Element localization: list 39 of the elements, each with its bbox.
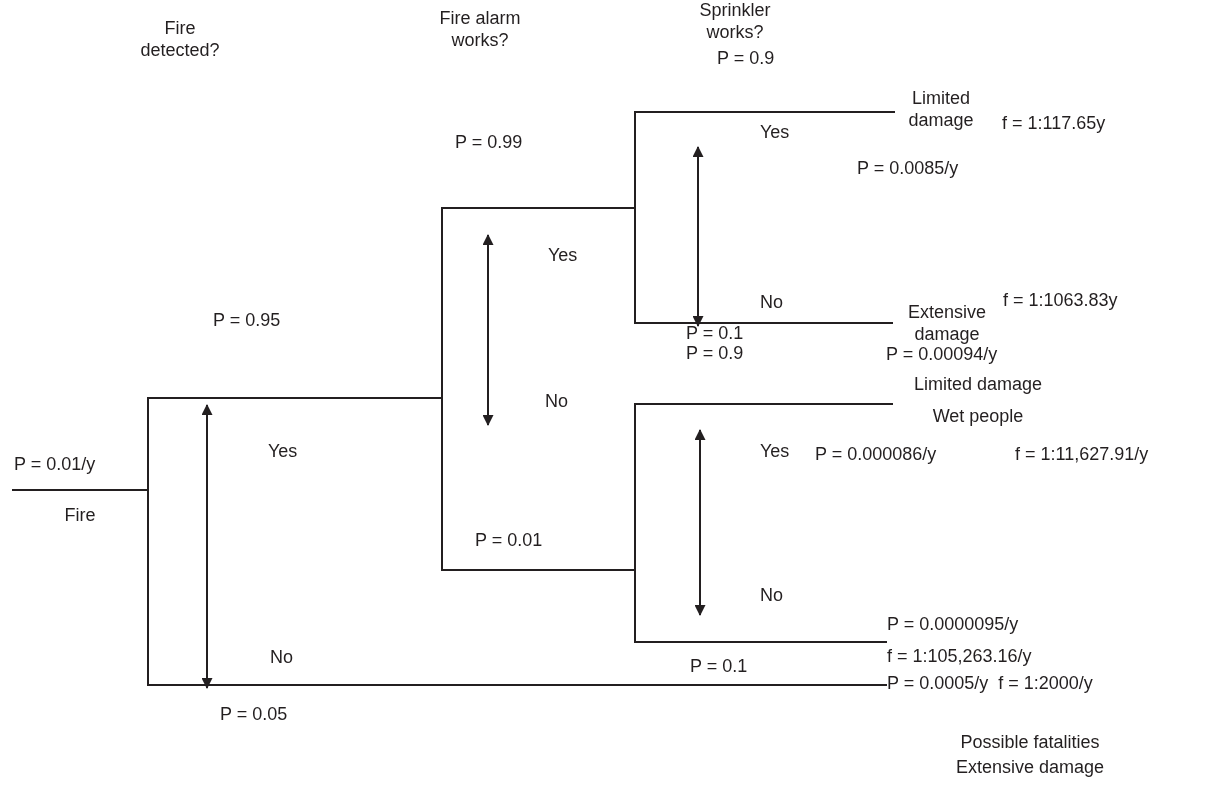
outcome-label: f = 1:105,263.16/y [887,645,1033,668]
outcome-annotation: P = 0.0085/y [857,158,959,180]
tree-branch-line [147,397,888,643]
probability-text: P = 0.01/y [14,454,96,476]
tree-branch-line [147,492,888,686]
outcome-label: f = 1:2000/y [998,673,1093,695]
tree-label: P = 0.99 [455,132,523,154]
tree-label: No [545,391,568,413]
outcome-annotation: f = 1:1063.83y [1003,290,1118,312]
tree-label: P = 0.9 [717,48,775,70]
outcome-annotation: Possible fatalities [959,732,1101,754]
tree-label: P = 0.05 [220,704,288,726]
outcome-annotation: P = 0.00094/y [886,344,998,366]
outcome-label: P = 0.0005/y [887,673,989,695]
outcome-annotation: Extensive damage [954,757,1106,779]
tree-label: Fire detected? [139,18,221,62]
outcome-label: Limited damage [913,374,1043,396]
tree-label: Sprinkler works? [698,0,772,44]
tree-label: P = 0.1 [686,323,744,345]
outcome-label: Extensive damage [906,302,987,346]
outcome-annotation: f = 1:11,627.91/y [1015,444,1149,466]
tree-label: P = 0.1 [690,656,748,678]
tree-label: Fire alarm works? [438,8,522,52]
outcome-label: Limited damage [907,88,975,132]
tree-label: Yes [760,122,790,144]
outcome-annotation: P = 0.000086/y [815,444,937,466]
outcome-annotation: f = 1:117.65y [1002,113,1106,135]
tree-label: P = 0.95 [213,310,281,332]
tree-label: No [270,647,293,669]
tree-label: Yes [548,245,578,267]
tree-label: P = 0.9 [686,343,744,365]
event-label: Fire [64,504,96,527]
tree-label: Yes [268,441,298,463]
tree-label: P = 0.01 [475,530,543,552]
outcome-label: P = 0.0000095/y [887,614,1020,636]
tree-label: No [760,585,783,607]
tree-label: Yes [760,441,790,463]
outcome-label: Wet people [932,405,1024,428]
tree-label: No [760,292,783,314]
